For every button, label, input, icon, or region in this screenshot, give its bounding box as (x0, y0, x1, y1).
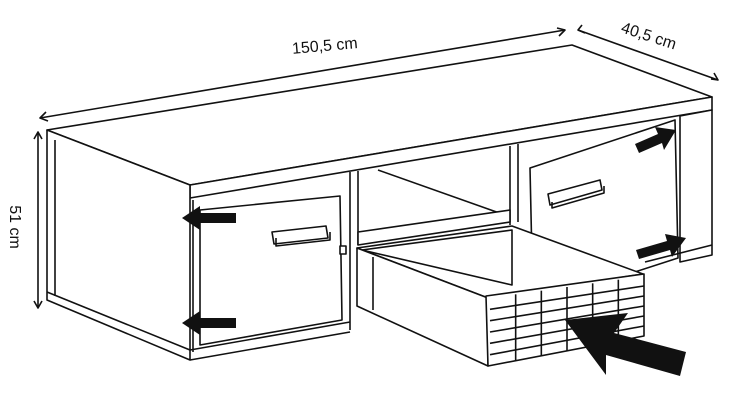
cabinet-body (46, 44, 713, 361)
arrow-icon (182, 311, 236, 335)
dimension-lines (33, 24, 719, 309)
height-label: 51 cm (5, 205, 23, 249)
direction-arrows (182, 127, 686, 376)
arrow-icon (635, 127, 676, 153)
arrow-icon (182, 206, 236, 230)
left-door (192, 195, 347, 352)
arrow-icon (565, 313, 686, 376)
arrow-icon (636, 234, 686, 259)
